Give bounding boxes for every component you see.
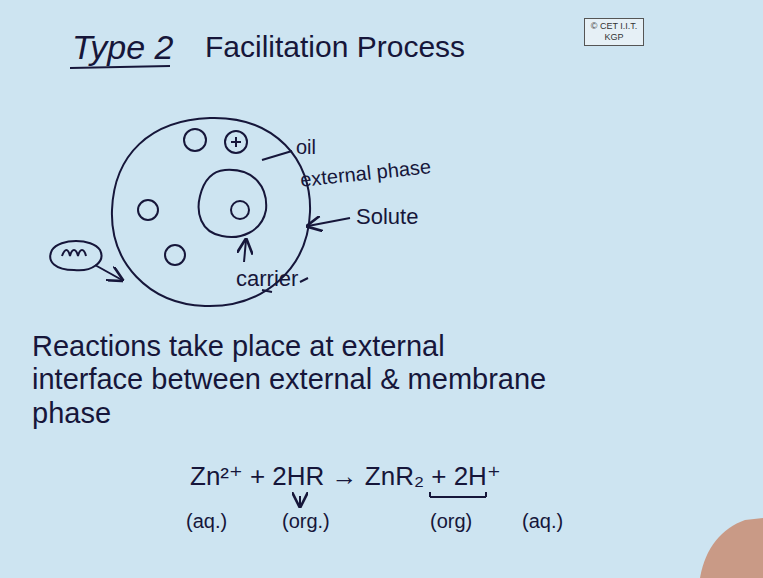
droplet — [231, 201, 249, 219]
inner-droplet — [199, 170, 267, 237]
phase-label: (aq.) — [186, 510, 227, 533]
scribble — [62, 250, 86, 256]
callout-label: Solute — [356, 204, 418, 229]
leader-line — [262, 151, 292, 160]
leader-arrow — [308, 218, 350, 226]
callout-label: carrier — [236, 266, 298, 291]
equation-arrow — [299, 496, 301, 506]
droplet — [165, 245, 185, 265]
leader-arrow — [95, 265, 122, 280]
subtitle: Facilitation Process — [205, 30, 465, 65]
phase-label: (org) — [430, 510, 472, 533]
droplet — [138, 200, 158, 220]
droplet — [184, 129, 206, 151]
watermark: © CET I.I.T. KGP — [584, 18, 644, 46]
note-text: Reactions take place at external interfa… — [32, 330, 552, 430]
leader-arrow — [244, 240, 246, 262]
plus-mark — [231, 137, 241, 147]
slide-title: Type 2 — [72, 28, 173, 67]
phase-label: (aq.) — [522, 510, 563, 533]
hand — [700, 518, 763, 578]
emulsion-globule — [50, 66, 486, 506]
callout-label: external phase — [299, 155, 432, 192]
equation-bracket — [430, 492, 486, 497]
droplet — [225, 131, 247, 153]
globule-outline — [112, 118, 310, 306]
underline — [70, 66, 170, 68]
phase-label: (org.) — [282, 510, 330, 533]
callout-label: oil — [296, 136, 316, 159]
blob — [50, 241, 101, 270]
chemical-equation: Zn²⁺ + 2HR → ZnR₂ + 2H⁺ — [190, 462, 501, 492]
